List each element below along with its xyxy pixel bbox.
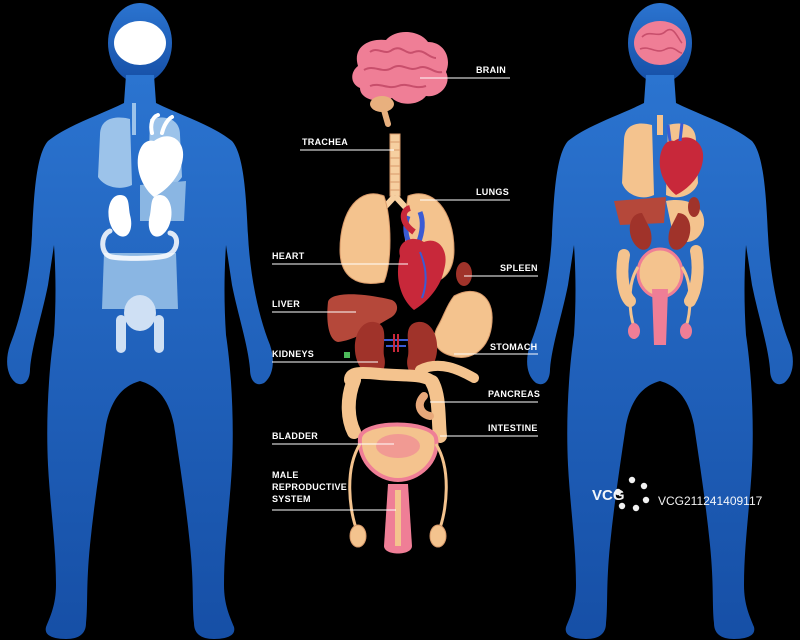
heart-illustration [397, 205, 446, 310]
organ-labels: BRAIN TRACHEA LUNGS HEART SPLEEN LIVER K… [272, 65, 540, 504]
label-reproductive-3: SYSTEM [272, 494, 311, 504]
intestine-illustration [341, 366, 447, 443]
label-lungs: LUNGS [476, 187, 509, 197]
right-body-figure [527, 3, 793, 639]
brain-small [634, 21, 686, 65]
label-trachea: TRACHEA [302, 137, 348, 147]
watermark-logo-text: VCG [592, 487, 625, 504]
heart-small [659, 137, 704, 195]
label-intestine: INTESTINE [488, 423, 538, 433]
center-organs [327, 31, 493, 554]
bladder-ghost [124, 295, 156, 331]
kidneys-ghost [108, 195, 172, 237]
reproductive-illustration [348, 443, 448, 554]
bladder-illustration [357, 422, 439, 483]
brain-illustration [352, 31, 448, 127]
label-brain: BRAIN [476, 65, 506, 75]
heart-ghost [137, 136, 184, 197]
label-liver: LIVER [272, 299, 300, 309]
trachea-illustration [379, 133, 411, 213]
liver-illustration [327, 294, 398, 342]
lung-left [339, 193, 391, 284]
label-reproductive-2: REPRODUCTIVE [272, 482, 347, 492]
left-body-figure [7, 3, 273, 639]
pancreas-illustration [415, 360, 479, 383]
leader-lines [272, 77, 538, 511]
stomach-illustration [434, 290, 493, 358]
label-stomach: STOMACH [490, 342, 537, 352]
label-reproductive-1: MALE [272, 470, 299, 480]
vcg-logo-icon [614, 476, 650, 512]
label-heart: HEART [272, 251, 305, 261]
spleen-illustration [456, 262, 472, 286]
label-spleen: SPLEEN [500, 263, 538, 273]
lung-left-small [622, 123, 654, 198]
watermark-id: VCG211241409117 [658, 494, 763, 508]
intestine-ghost [102, 253, 178, 309]
lung-left-ghost [98, 117, 132, 188]
liver-small [614, 197, 666, 225]
watermark: VCG VCG211241409117 [592, 476, 763, 512]
brain-ghost [114, 21, 166, 65]
label-kidneys: KIDNEYS [272, 349, 314, 359]
label-bladder: BLADDER [272, 431, 318, 441]
label-pancreas: PANCREAS [488, 389, 540, 399]
